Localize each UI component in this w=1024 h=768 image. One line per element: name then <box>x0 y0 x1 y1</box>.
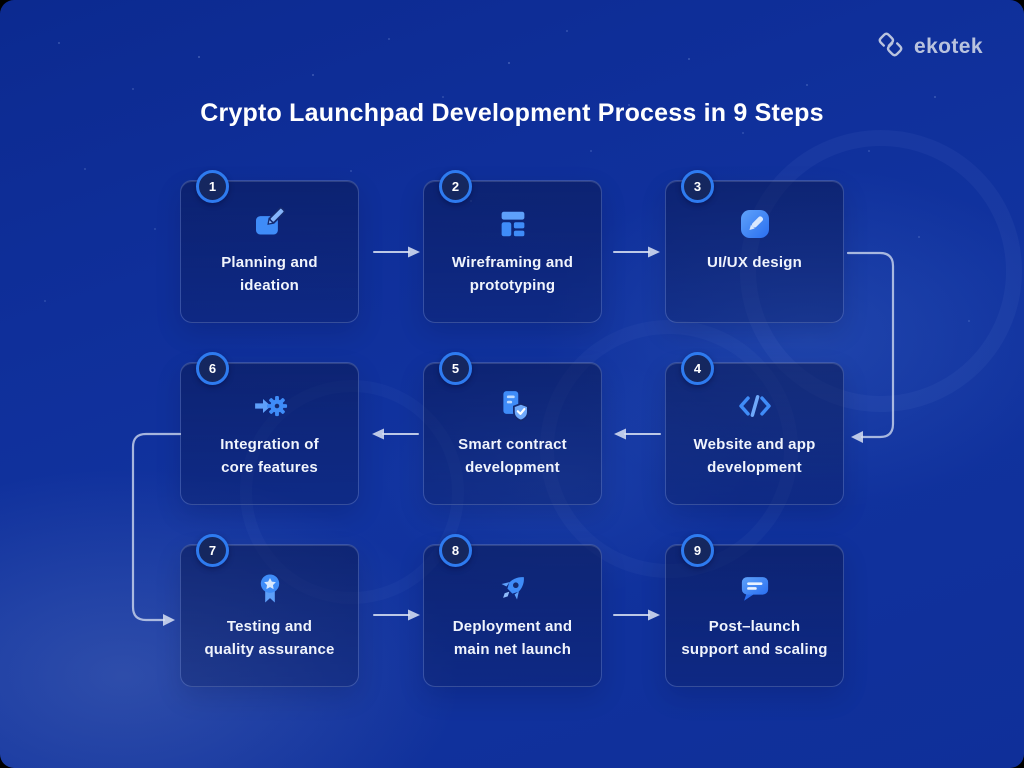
step-card-4: 4 Website and app development <box>665 352 844 505</box>
step-9-label: Post–launch support and scaling <box>681 615 827 663</box>
arrow-step4-to-step5 <box>613 427 661 441</box>
arrow-step7-to-step8 <box>373 608 421 622</box>
step-7-badge: 7 <box>196 534 229 567</box>
step-label-line: Integration of <box>220 436 319 453</box>
step-9-badge: 9 <box>681 534 714 567</box>
connector-step6-to-step7 <box>131 432 182 626</box>
step-card-1: 1 Planning and ideation <box>180 170 359 323</box>
step-4-badge: 4 <box>681 352 714 385</box>
step-6-label: Integration of core features <box>220 433 319 481</box>
background-stars <box>0 0 2 2</box>
step-3-badge: 3 <box>681 170 714 203</box>
step-label-line: Post–launch <box>708 618 801 635</box>
step-label-line: Planning and <box>221 254 318 271</box>
step-card-9: 9 Post–launch support and scaling <box>665 534 844 687</box>
step-label-line: Wireframing and <box>451 254 574 271</box>
logo-wordmark: ekotek <box>914 35 983 58</box>
step-4-label: Website and app development <box>694 433 816 481</box>
step-label-line: Website and app <box>693 436 816 453</box>
step-card-8: 8 Deployment and main net launch <box>423 534 602 687</box>
step-1-label: Planning and ideation <box>221 251 318 299</box>
step-label-line: development <box>465 459 560 476</box>
quality-medal-icon <box>249 567 291 609</box>
code-brackets-icon <box>734 385 776 427</box>
step-card-5: 5 Smart contract development <box>423 352 602 505</box>
ekotek-logo-icon <box>874 28 907 66</box>
step-label-line: Smart contract <box>458 436 567 453</box>
step-card-2: 2 Wireframing and prototyping <box>423 170 602 323</box>
contract-shield-icon <box>492 385 534 427</box>
step-5-badge: 5 <box>439 352 472 385</box>
arrow-step8-to-step9 <box>613 608 661 622</box>
step-6-badge: 6 <box>196 352 229 385</box>
step-card-7: 7 Testing and quality assurance <box>180 534 359 687</box>
step-card-3: 3 UI/UX design <box>665 170 844 323</box>
ekotek-logo: ekotek <box>874 28 983 66</box>
page-title: Crypto Launchpad Development Process in … <box>200 99 824 127</box>
step-card-6: 6 Integration of core <box>180 352 359 505</box>
connector-step3-to-step4 <box>846 251 895 443</box>
step-label-line: prototyping <box>469 277 556 294</box>
planning-ideation-icon <box>249 203 291 245</box>
step-2-label: Wireframing and prototyping <box>452 251 573 299</box>
step-7-label: Testing and quality assurance <box>204 615 334 663</box>
step-label-line: main net launch <box>453 641 572 658</box>
step-label-line: quality assurance <box>204 641 335 658</box>
step-1-badge: 1 <box>196 170 229 203</box>
step-label-line: UI/UX design <box>707 254 802 271</box>
chat-support-icon <box>734 567 776 609</box>
step-label-line: support and scaling <box>681 641 828 658</box>
rocket-launch-icon <box>492 567 534 609</box>
step-label-line: Deployment and <box>452 618 573 635</box>
step-3-label: UI/UX design <box>707 251 802 299</box>
arrow-step2-to-step3 <box>613 245 661 259</box>
step-label-line: Testing and <box>226 618 313 635</box>
integration-gear-icon <box>249 385 291 427</box>
step-8-label: Deployment and main net launch <box>453 615 572 663</box>
step-2-badge: 2 <box>439 170 472 203</box>
step-5-label: Smart contract development <box>458 433 567 481</box>
arrow-step1-to-step2 <box>373 245 421 259</box>
step-8-badge: 8 <box>439 534 472 567</box>
step-label-line: core features <box>221 459 318 476</box>
arrow-step5-to-step6 <box>371 427 419 441</box>
wireframe-layout-icon <box>492 203 534 245</box>
design-pen-icon <box>734 203 776 245</box>
step-label-line: development <box>707 459 802 476</box>
step-label-line: ideation <box>239 277 300 294</box>
